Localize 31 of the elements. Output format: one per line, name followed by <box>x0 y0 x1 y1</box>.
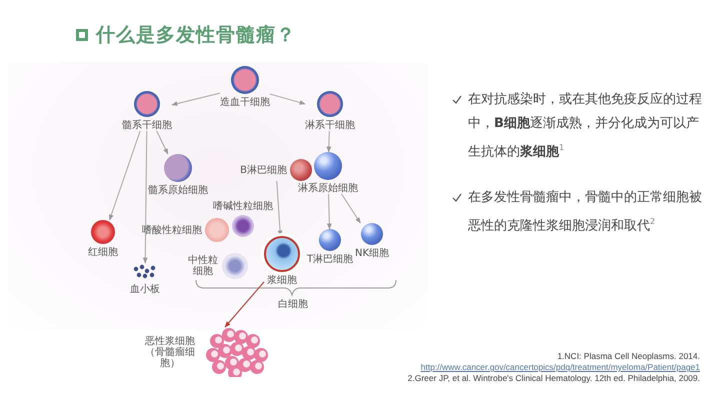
cell-label: 浆细胞 <box>267 275 297 286</box>
reference-text: 1.NCI: Plasma Cell Neoplasms. 2014. <box>557 351 700 361</box>
bullet-text: 在对抗感染时，或在其他免疫反应的过程中，B细胞逐渐成熟，并分化成为可以产生抗体的浆细胞$^{1}$ <box>468 91 703 162</box>
bullet-text: 在多发性骨髓瘤中，骨髓中的正常细胞被恶性的克隆性浆细胞浸润和取代$^{2}$ <box>468 189 703 236</box>
cell-label: 红细胞 <box>88 247 118 258</box>
cell-label: 造血干细胞 <box>220 97 270 108</box>
group-label: 白细胞 <box>278 298 308 311</box>
arrow <box>326 194 332 230</box>
cell-label: 嗜碱性粒细胞 <box>213 201 273 212</box>
cell-label: 淋系原始细胞 <box>298 183 358 194</box>
cell-label: 血小板 <box>130 284 160 295</box>
arrow <box>171 92 220 106</box>
reference-link: http://www.cancer.gov/cancertopics/pdq/treatment/myeloma/Patient/page1 <box>420 362 700 372</box>
arrow <box>156 130 168 155</box>
cell-label: 淋系干细胞 <box>305 120 355 131</box>
arrow <box>224 281 264 328</box>
cell-label: 嗜酸性粒细胞 <box>142 224 202 236</box>
cell-label: T淋巴细胞 <box>306 254 354 265</box>
cell-label: 髓系干细胞 <box>122 120 172 131</box>
reference-text: 2.Greer JP, et al. Wintrobe's Clinical Hematology. 12th ed. Philadelphia, 2009. <box>408 373 700 383</box>
arrow <box>109 130 141 221</box>
cell-label: 髓系原始细胞 <box>148 185 208 196</box>
arrow <box>270 94 306 105</box>
cell-label: B淋巴细胞 <box>240 164 287 176</box>
cell-label: 中性粒细胞 <box>187 255 219 277</box>
cell-label: NK细胞 <box>354 248 390 259</box>
arrow <box>341 194 361 224</box>
title: 什么是多发性骨髓瘤？ <box>96 23 296 48</box>
arrow <box>326 130 332 153</box>
arrow <box>142 130 148 264</box>
cell-label: 恶性浆细胞（骨髓瘤细胞） <box>144 336 196 368</box>
